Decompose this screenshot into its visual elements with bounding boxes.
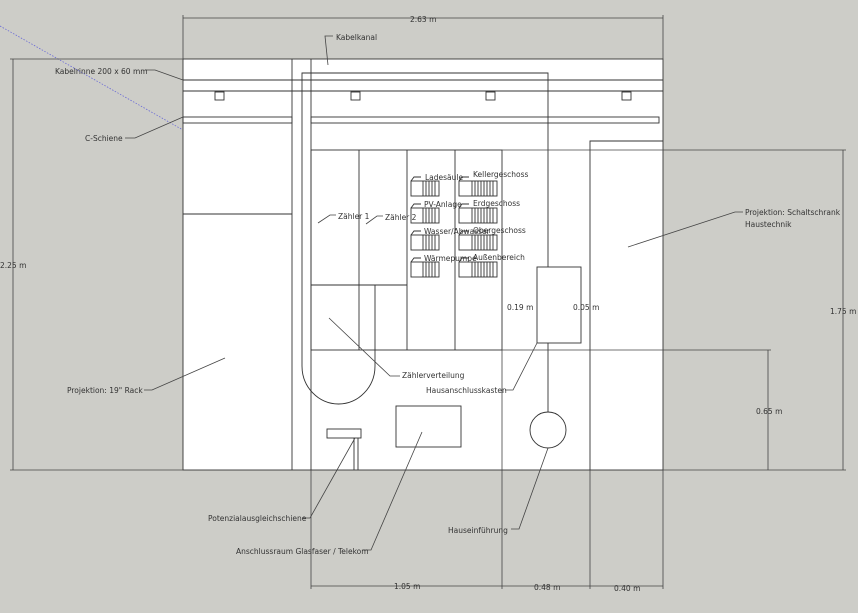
label-waermepumpe: Wärmepumpe (424, 254, 477, 263)
breaker-symbol (458, 203, 498, 224)
hausanschlusskasten-box (536, 266, 582, 344)
dim-total-height: 2.25 m (0, 261, 26, 270)
label-zaehler-1: Zähler 1 (338, 212, 370, 221)
dim-mid-width: 0.48 m (534, 583, 560, 592)
dim-box-depth: 0.05 m (573, 303, 599, 312)
breaker-symbol (410, 176, 440, 197)
leader-lines (125, 35, 743, 551)
wall-outline (182, 58, 664, 471)
dim-total-width: 2.63 m (410, 15, 436, 24)
label-kabelkanal: Kabelkanal (336, 33, 377, 42)
dim-meter-width: 1.05 m (394, 582, 420, 591)
label-haustechnik: Haustechnik (745, 220, 792, 229)
label-pv-anlage: PV-Anlage (424, 200, 462, 209)
label-zaehlerverteilung: Zählerverteilung (402, 371, 465, 380)
label-pas: Potenzialausgleichschiene (208, 514, 307, 523)
breaker-symbol (458, 176, 498, 197)
meter-cabinet (310, 149, 503, 351)
label-hausanschlusskasten: Hausanschlusskasten (426, 386, 507, 395)
label-obergeschoss: Obergeschoss (473, 226, 526, 235)
breaker-symbol (458, 257, 498, 278)
label-aussenbereich: Außenbereich (473, 253, 525, 262)
label-glasfaser: Anschlussraum Glasfaser / Telekom (236, 547, 369, 556)
dim-lower-height: 0.65 m (756, 407, 782, 416)
label-kabelrinne: Kabelrinne 200 x 60 mm (55, 67, 148, 76)
label-erdgeschoss: Erdgeschoss (473, 199, 520, 208)
glasfaser-box (395, 405, 462, 448)
breaker-symbol (410, 203, 440, 224)
label-rack: Projektion: 19" Rack (67, 386, 143, 395)
guide-line (0, 25, 184, 131)
dim-box-width: 0.19 m (507, 303, 533, 312)
pas-bar (326, 428, 362, 439)
label-kellergeschoss: Kellergeschoss (473, 170, 529, 179)
dimension-lines (10, 15, 846, 589)
label-hauseinfuehrung: Hauseinführung (448, 526, 508, 535)
breaker-symbol (410, 230, 440, 251)
cable-clips (214, 91, 632, 101)
dim-cabinet-height: 1.75 m (830, 307, 856, 316)
label-schaltschrank: Projektion: Schaltschrank (745, 208, 841, 217)
label-wasser: Wasser/Abwasser (424, 227, 491, 236)
dim-right-width: 0.40 m (614, 584, 640, 593)
label-ladesaeule: Ladesäule (425, 173, 463, 182)
label-zaehler-2: Zähler 2 (385, 213, 417, 222)
breaker-symbol (410, 257, 440, 278)
breaker-symbol (458, 230, 498, 251)
label-c-schiene: C-Schiene (85, 134, 123, 143)
